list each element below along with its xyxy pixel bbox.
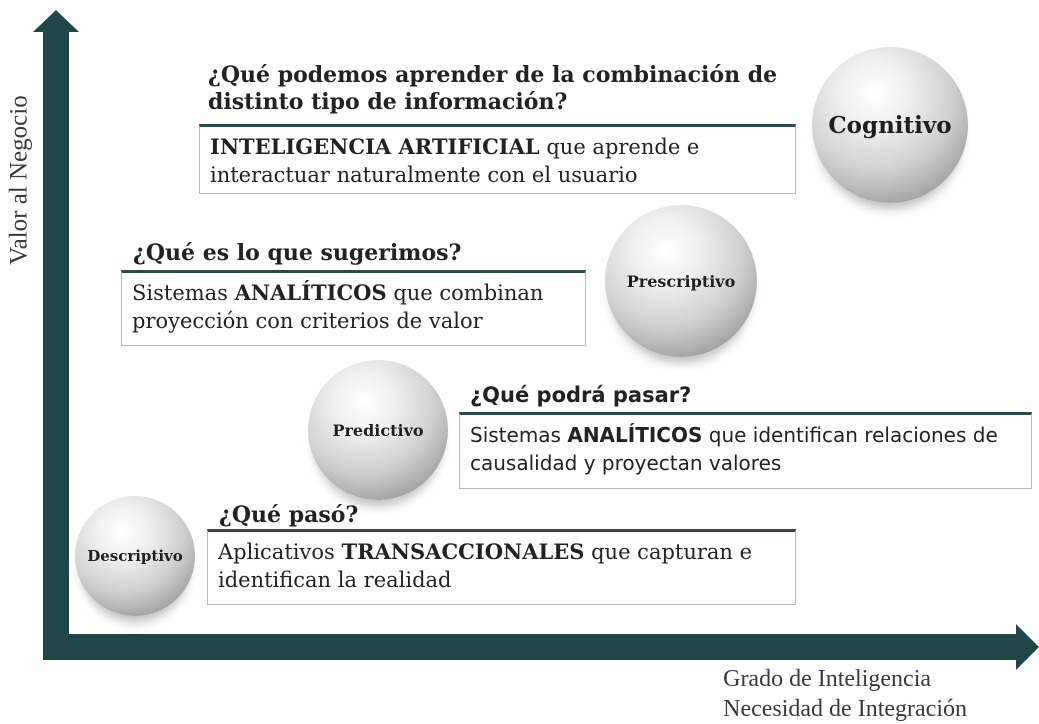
x-axis-label-line2: Necesidad de Integración: [723, 696, 967, 722]
sphere-predictivo: Predictivo: [308, 360, 448, 500]
y-axis-arrowhead: [33, 10, 79, 32]
x-axis-label: Grado de Inteligencia Necesidad de Integ…: [723, 664, 967, 724]
x-axis-label-line1: Grado de Inteligencia: [723, 666, 932, 692]
y-axis-label: Valor al Negocio: [6, 95, 34, 265]
box-prescriptivo: Sistemas ANALÍTICOS que combinan proyecc…: [121, 270, 586, 346]
question-descriptivo: ¿Qué pasó?: [219, 502, 359, 528]
sphere-descriptivo: Descriptivo: [75, 496, 195, 616]
question-predictivo: ¿Qué podrá pasar?: [470, 383, 692, 407]
x-axis: [43, 634, 1018, 660]
sphere-prescriptivo: Prescriptivo: [605, 205, 757, 357]
box-cognitivo: INTELIGENCIA ARTIFICIAL que aprende e in…: [199, 124, 796, 194]
question-cognitivo: ¿Qué podemos aprender de la combinación …: [208, 62, 778, 115]
question-prescriptivo: ¿Qué es lo que sugerimos?: [133, 240, 462, 266]
x-axis-arrowhead: [1016, 624, 1039, 670]
box-predictivo: Sistemas ANALÍTICOS que identifican rela…: [459, 412, 1032, 489]
y-axis: [43, 30, 69, 660]
sphere-cognitivo: Cognitivo: [812, 47, 968, 203]
box-descriptivo: Aplicativos TRANSACCIONALES que capturan…: [207, 529, 796, 605]
